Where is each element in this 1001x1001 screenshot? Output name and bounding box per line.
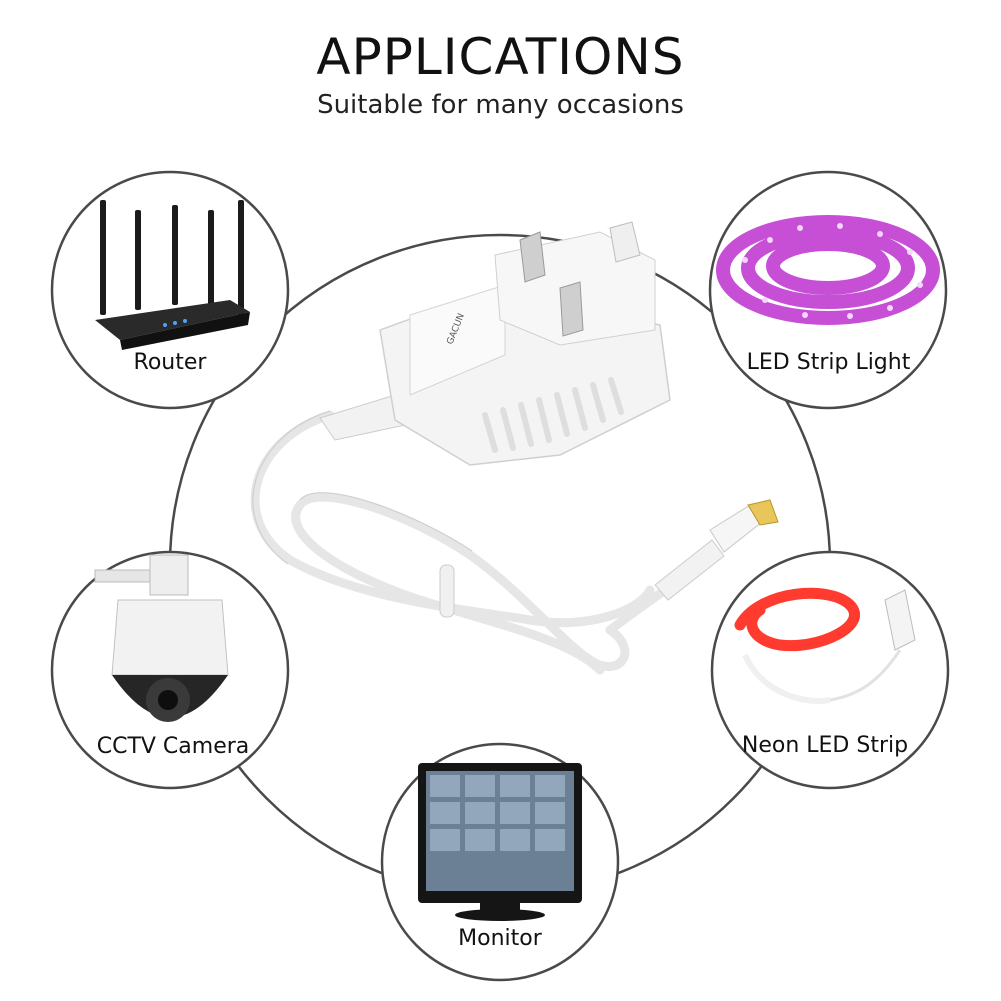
adapter-prongs (519, 221, 641, 337)
router-circle (50, 170, 290, 410)
adapter-label-panel (409, 284, 506, 396)
router-item (50, 170, 290, 410)
adapter-cable-outline (252, 410, 473, 565)
label-cctv-camera: CCTV Camera (96, 734, 250, 759)
cable-clip (439, 564, 455, 618)
dc-plug (654, 499, 779, 601)
monitor-item (380, 742, 620, 982)
cctv-camera-icon (94, 554, 229, 722)
router-icon (95, 200, 250, 350)
label-led-strip-light: LED Strip Light (746, 350, 911, 375)
monitor-icon (418, 763, 582, 921)
neon-strip-icon (734, 587, 916, 704)
cctv-item (50, 550, 290, 790)
led-strip-item (708, 170, 948, 410)
neon-strip-item (710, 550, 950, 790)
page-subtitle: Suitable for many occasions (317, 90, 684, 120)
adapter-vents (482, 377, 624, 453)
power-adapter-image: GACUN (250, 221, 779, 675)
led-strip-dots (742, 223, 923, 319)
page-title: APPLICATIONS (316, 28, 685, 86)
label-monitor: Monitor (458, 926, 542, 951)
label-router: Router (133, 350, 207, 375)
label-neon-led-strip: Neon LED Strip (741, 733, 909, 758)
led-strip-icon (716, 215, 940, 325)
